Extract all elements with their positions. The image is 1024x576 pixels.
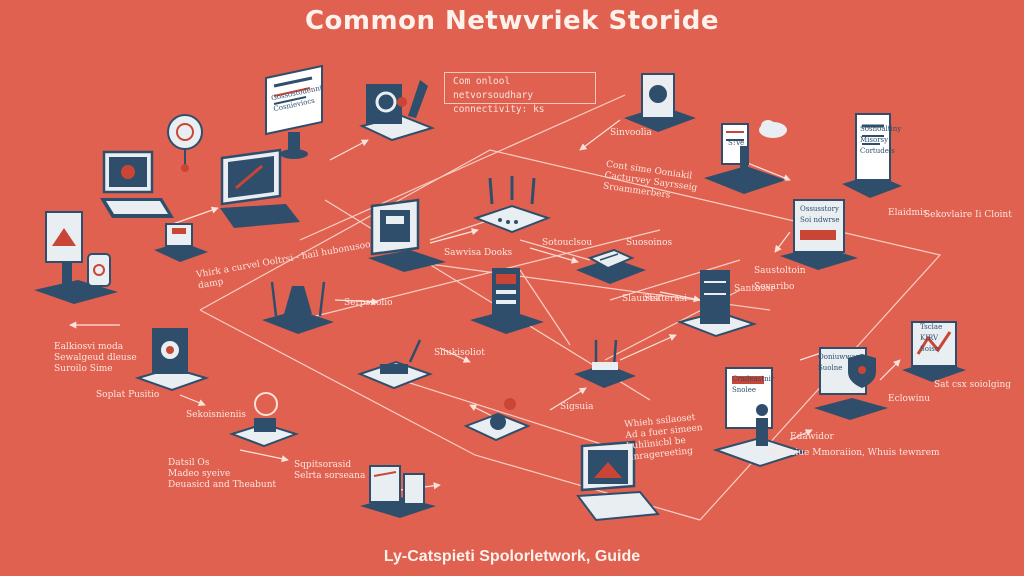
diagram-label: Sotouclsou <box>542 238 593 248</box>
smart-bulb-icon <box>228 392 300 448</box>
diagram-label: Soplat Pusitio <box>96 390 160 400</box>
touch-screen-icon <box>134 328 210 392</box>
screen-text: Ooniuwwas Suolne <box>818 353 859 372</box>
diagram-label: Eclowinu <box>888 394 931 404</box>
media-server-icon <box>624 73 696 132</box>
usb-hub-icon <box>154 223 208 262</box>
screen-text: Sosnoaltiny Misorsy Cortudels <box>860 125 902 155</box>
tablet-icon <box>842 113 902 198</box>
diagram-label: Sat csx soiolging <box>934 380 1012 390</box>
cloud-icon <box>759 120 787 138</box>
diagram-label: Suosoinos <box>626 238 673 248</box>
diagram-label: Santosor <box>734 284 775 294</box>
firewall-shield-icon <box>814 347 888 420</box>
diagram-label: Datsil Os Madeo syeive Deuasicd and Thea… <box>168 458 277 490</box>
screen-text: Cradeastnir Snolee <box>732 375 775 394</box>
diagram-label: Sawvisa Dooks <box>444 248 513 258</box>
note-line-2: connectivity: ks <box>453 104 545 115</box>
monitor-kiosk-icon <box>780 199 858 270</box>
laptop-icon <box>100 150 174 218</box>
diagram-label: Elaidmis <box>888 208 928 218</box>
wifi-router-icon <box>473 176 551 234</box>
access-point-icon <box>262 281 334 334</box>
diagram-title: Common Netwvriek Storide <box>304 6 720 36</box>
diagram-label: Sekoisnieniis <box>186 410 247 420</box>
diagram-label: Sinvoolia <box>610 128 652 138</box>
screen-text: Tsclae KIRV Soiso <box>920 323 943 353</box>
tablet-icon <box>902 321 966 382</box>
diagram-label: Serpsnolio <box>344 298 393 308</box>
diagram-label: Sqpitsorasid Selrta sorseana <box>294 460 366 481</box>
diagram-footer: Ly-Catspieti Spolorletwork, Guide <box>383 548 641 565</box>
router-icon <box>357 339 433 390</box>
server-tower-icon <box>470 268 544 334</box>
diagram-label: Edawidor <box>790 432 834 442</box>
smart-bulb-icon <box>167 114 203 172</box>
diagram-label: Whieh ssilaoset Ad a fuer simeen buhlini… <box>623 412 704 463</box>
laptop-icon <box>576 440 660 522</box>
security-camera-icon <box>463 398 531 442</box>
diagram-label: Ealkiosvi moda Sewalgeud dleuse Suroilo … <box>54 342 137 374</box>
diagram-label: Slauirtsf <box>622 294 661 304</box>
screen-text: Ossusstory Soi ndwrse <box>800 205 840 224</box>
presentation-board-icon <box>265 64 323 159</box>
note-box: Com onlool netvorsoudhary connectivity: … <box>444 72 596 115</box>
desktop-pc-icon <box>368 198 446 272</box>
robot-arm-icon <box>359 80 436 142</box>
diagram-label: Sekterasi <box>644 294 688 304</box>
diagram-label: Sekovlaire Ii Cloint <box>924 210 1012 220</box>
network-switch-icon <box>576 248 646 284</box>
desktop-monitor-icon <box>220 148 300 228</box>
screen-text: S!Ve <box>728 139 745 147</box>
diagram-label: Sliukisoliot <box>434 348 485 358</box>
person-icon <box>712 367 808 468</box>
diagram-label: Saustoltoin <box>754 266 806 276</box>
server-tower-icon <box>676 270 758 338</box>
printer-icon <box>360 465 436 518</box>
note-line-1: Com onlool netvorsoudhary <box>453 76 534 101</box>
diagram-label: Wolvaiue Mmoraiion, Whuis tewnrem <box>768 448 940 458</box>
document-screen-icon <box>704 123 786 194</box>
modem-icon <box>574 339 636 388</box>
diagram-label: Sovaribo <box>754 282 795 292</box>
diagram-label: Sigsuia <box>560 402 594 412</box>
monitor-kiosk-icon <box>34 211 118 304</box>
